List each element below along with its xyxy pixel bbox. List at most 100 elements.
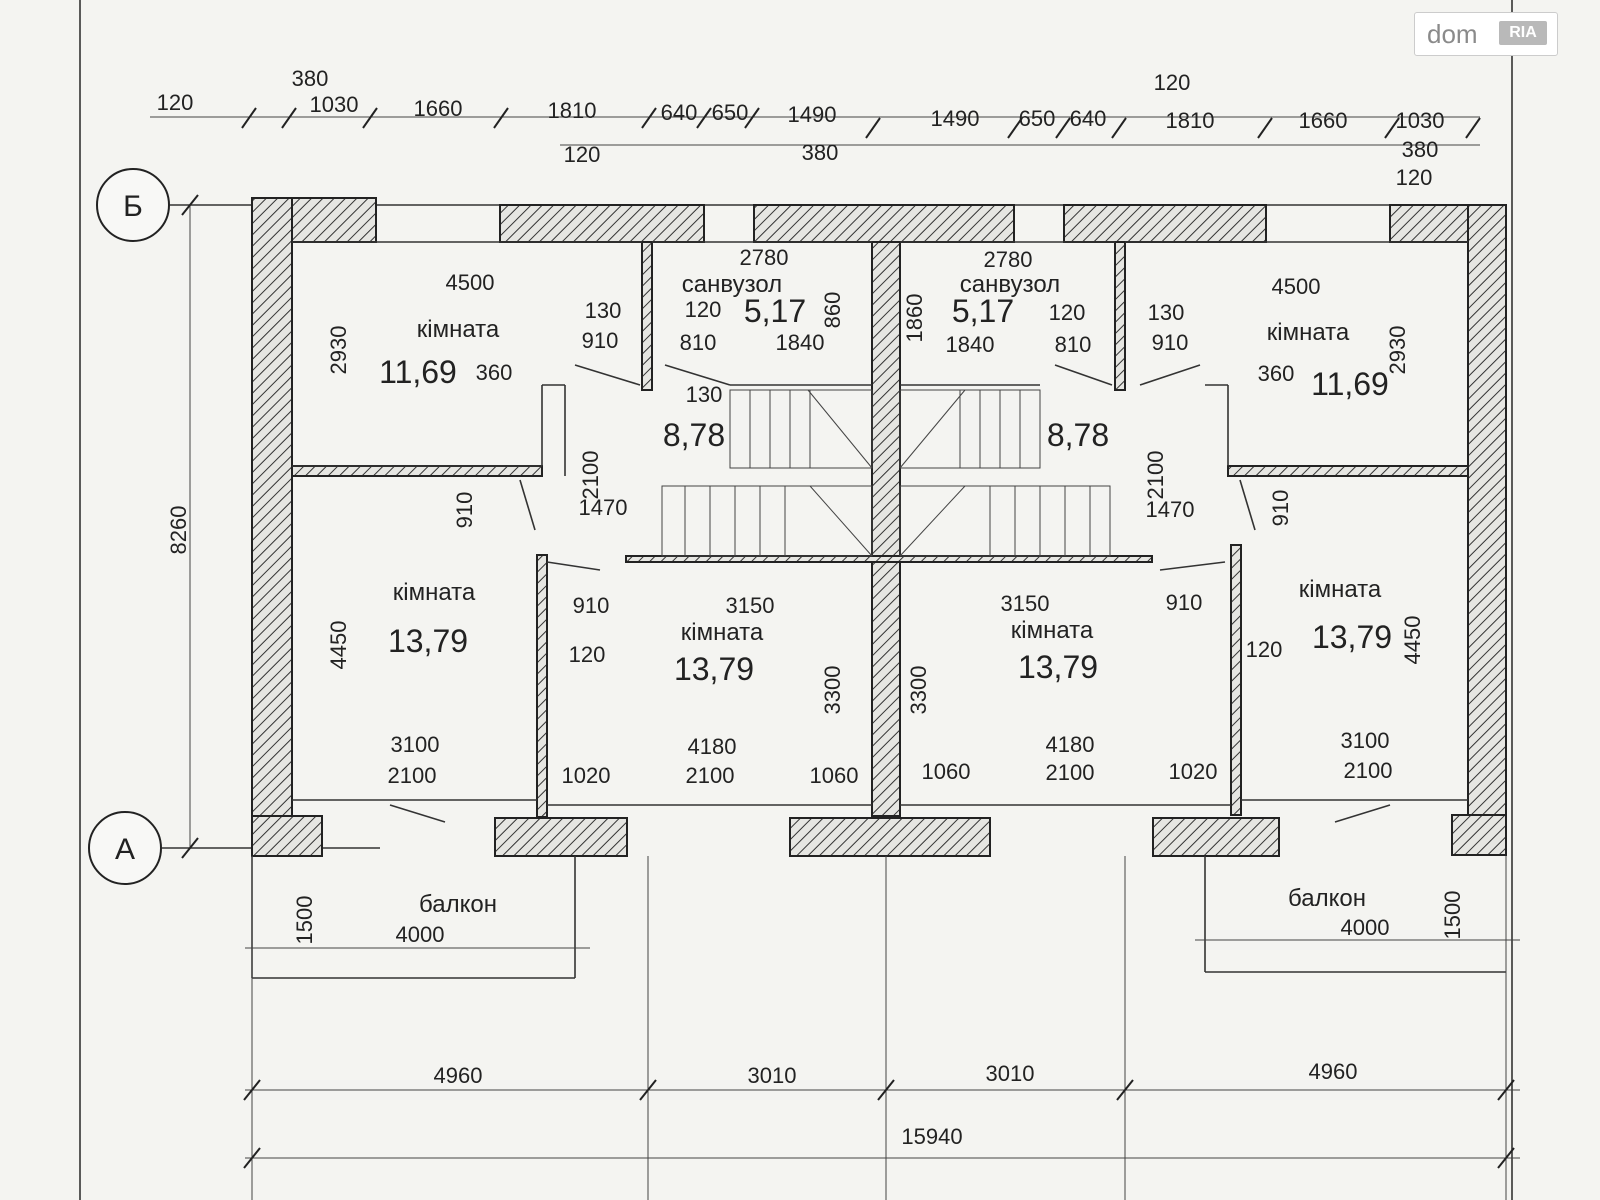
dim-2100-d: 2100 — [1344, 758, 1393, 783]
dim-top-5: 640 — [661, 100, 698, 125]
room-name-1: кімната — [417, 316, 500, 343]
dim-910-a: 910 — [582, 328, 619, 353]
dim-360-left: 360 — [476, 360, 513, 385]
dim-120-b: 120 — [1049, 300, 1086, 325]
room-area-4: 11,69 — [1311, 366, 1389, 402]
top-dimensions: 120 380 1030 1660 1810 640 650 1490 1490… — [150, 66, 1481, 190]
dim-2780-right: 2780 — [984, 247, 1033, 272]
dim-1500-left: 1500 — [292, 896, 317, 945]
dim-1840-a: 1840 — [776, 330, 825, 355]
dim-top2-0: 120 — [564, 142, 601, 167]
dim-top-0: 120 — [157, 90, 194, 115]
dim-top-11: 120 — [1154, 70, 1191, 95]
dim-top-13: 1660 — [1299, 108, 1348, 133]
dim-1020-b: 1020 — [1169, 759, 1218, 784]
dim-3100-right: 3100 — [1341, 728, 1390, 753]
stairs — [661, 389, 1111, 557]
dim-130-c: 130 — [686, 382, 723, 407]
balconies: балкон балкон — [251, 856, 1506, 979]
dim-1470-a: 1470 — [579, 495, 628, 520]
dom-ria-logo: dom RIA — [1414, 12, 1558, 56]
partitions — [292, 241, 1468, 806]
dim-4960-left: 4960 — [434, 1063, 483, 1088]
dim-1060-a: 1060 — [810, 763, 859, 788]
dim-4450-left: 4450 — [326, 621, 351, 670]
grid-lines — [251, 856, 1507, 1200]
dim-1500-right: 1500 — [1440, 891, 1465, 940]
balcony-right-label: балкон — [1288, 885, 1366, 912]
dim-130-b: 130 — [1148, 300, 1185, 325]
dim-360-right: 360 — [1258, 361, 1295, 386]
doors — [389, 364, 1391, 823]
dim-1840-b: 1840 — [946, 332, 995, 357]
dim-2100-vl: 2100 — [578, 451, 603, 500]
dim-top2-2: 380 — [1402, 137, 1439, 162]
dim-810-a: 810 — [680, 330, 717, 355]
dim-2100-a: 2100 — [388, 763, 437, 788]
room-name-4: кімната — [1267, 319, 1350, 346]
dim-910-vl: 910 — [452, 492, 477, 529]
axis-b: Б — [96, 168, 1505, 242]
dim-top-14: 1030 — [1396, 108, 1445, 133]
room-name-3: санвузол — [960, 271, 1060, 298]
dim-2780-left: 2780 — [740, 245, 789, 270]
room-name-9: кімната — [1011, 617, 1094, 644]
bottom-dimensions: 4960 3010 3010 4960 15940 — [243, 1059, 1520, 1169]
left-dimension: 8260 — [166, 194, 199, 859]
dim-3100-left: 3100 — [391, 732, 440, 757]
dim-total-15940: 15940 — [901, 1124, 962, 1149]
dim-3300-a: 3300 — [820, 666, 845, 715]
dim-910-d: 910 — [1166, 590, 1203, 615]
dim-top-6: 650 — [712, 100, 749, 125]
room-name-10: кімната — [1299, 576, 1382, 603]
dim-2930-right: 2930 — [1385, 326, 1410, 375]
dim-top-12: 1810 — [1166, 108, 1215, 133]
room-area-9: 13,79 — [1018, 649, 1098, 685]
logo-text: dom — [1427, 19, 1478, 49]
dim-860: 860 — [820, 292, 845, 329]
room-area-3: 5,17 — [952, 293, 1014, 329]
dim-top-10: 640 — [1070, 106, 1107, 131]
room-area-6: 8,78 — [1047, 417, 1109, 453]
dim-3300-b: 3300 — [906, 666, 931, 715]
dim-910-c: 910 — [573, 593, 610, 618]
dim-2100-vr: 2100 — [1143, 451, 1168, 500]
dim-4000-left: 4000 — [396, 922, 445, 947]
room-area-8: 13,79 — [674, 651, 754, 687]
dim-2100-c: 2100 — [1046, 760, 1095, 785]
dim-3010-right: 3010 — [986, 1061, 1035, 1086]
logo-badge: RIA — [1499, 21, 1547, 45]
dim-2930-left: 2930 — [326, 326, 351, 375]
room-area-10: 13,79 — [1312, 619, 1392, 655]
dim-top-9: 650 — [1019, 106, 1056, 131]
dim-4180-a: 4180 — [688, 734, 737, 759]
dim-1860: 1860 — [902, 294, 927, 343]
dim-4500-left: 4500 — [446, 270, 495, 295]
dim-top-4: 1810 — [548, 98, 597, 123]
dim-120-d: 120 — [1246, 637, 1283, 662]
dim-810-b: 810 — [1055, 332, 1092, 357]
balcony-left-label: балкон — [419, 891, 497, 918]
dim-top-2: 1030 — [310, 92, 359, 117]
dim-top-7: 1490 — [788, 102, 837, 127]
dim-4180-b: 4180 — [1046, 732, 1095, 757]
dim-4000-right: 4000 — [1341, 915, 1390, 940]
room-area-2: 5,17 — [744, 293, 806, 329]
dim-left-8260: 8260 — [166, 506, 191, 555]
dim-top2-1: 380 — [802, 140, 839, 165]
interior-dimensions: 4500 4500 2930 2930 360 360 2780 2780 13… — [245, 245, 1520, 949]
axis-b-label: Б — [123, 190, 143, 223]
dim-top2-3: 120 — [1396, 165, 1433, 190]
dim-top-1: 380 — [292, 66, 329, 91]
dim-1470-b: 1470 — [1146, 497, 1195, 522]
dim-910-vr: 910 — [1268, 490, 1293, 527]
dim-120-c: 120 — [569, 642, 606, 667]
dim-4500-right: 4500 — [1272, 274, 1321, 299]
dim-3150-b: 3150 — [1001, 591, 1050, 616]
dim-top-3: 1660 — [414, 96, 463, 121]
room-name-7: кімната — [393, 579, 476, 606]
dim-4960-right: 4960 — [1309, 1059, 1358, 1084]
axis-a-label: А — [115, 833, 135, 866]
dim-4450-right: 4450 — [1400, 616, 1425, 665]
dim-top-8: 1490 — [931, 106, 980, 131]
